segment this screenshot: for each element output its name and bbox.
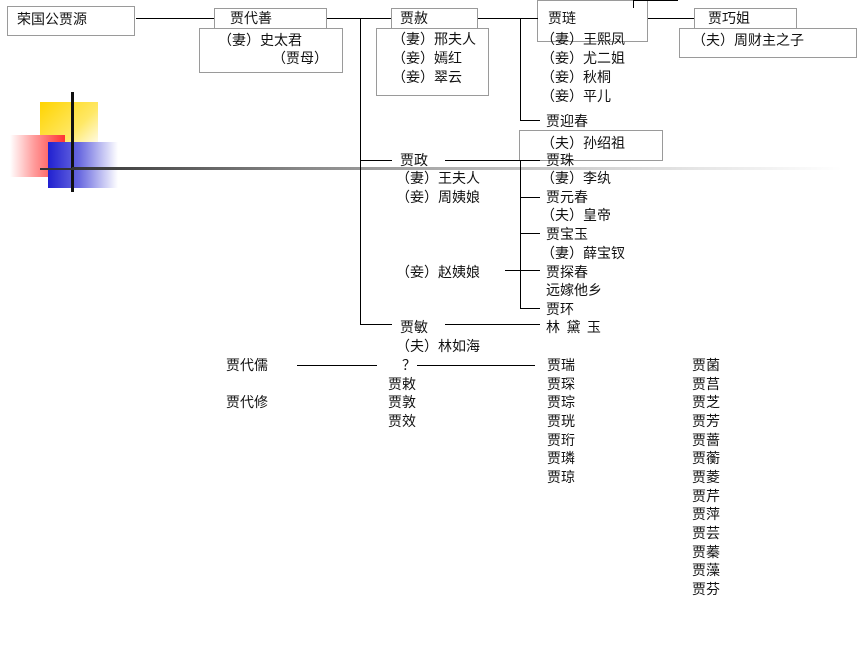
gen1-spouse-line: （妻）史太君 xyxy=(218,33,302,49)
decorative-squares xyxy=(0,90,140,200)
line-zheng-zhu xyxy=(445,160,540,161)
she-spouse-box xyxy=(376,28,489,96)
huan-name: 贾环 xyxy=(546,302,574,318)
decorative-vertical-bar xyxy=(71,92,74,192)
line-lian-top xyxy=(633,0,634,8)
col4-name: 贾菌 xyxy=(692,358,720,374)
mid-name: 贾效 xyxy=(388,414,416,430)
min-spouse: （夫）林如海 xyxy=(396,339,480,355)
col3-name: 贾珩 xyxy=(547,433,575,449)
col4-name: 贾芬 xyxy=(692,582,720,598)
col3-name: 贾琮 xyxy=(547,395,575,411)
gen1-spouse-line: （贾母） xyxy=(272,51,328,67)
line-gen1-she xyxy=(327,18,391,19)
root-box xyxy=(7,6,135,36)
col4-name: 贾芝 xyxy=(692,395,720,411)
line-she-lian xyxy=(478,18,538,19)
mid-name: 贾敕 xyxy=(388,377,416,393)
col4-name: 贾蓁 xyxy=(692,545,720,561)
line-dairu-unknown xyxy=(297,365,377,366)
baoyu-name: 贾宝玉 xyxy=(546,227,588,243)
line-lian-qiaojie xyxy=(648,18,694,19)
yuanchun-name: 贾元春 xyxy=(546,190,588,206)
line-root-gen1 xyxy=(136,18,214,19)
line-zhao-tanchun xyxy=(505,270,540,271)
lian-name: 贾琏 xyxy=(548,11,576,27)
lian-spouse: （妾）平儿 xyxy=(541,89,611,105)
line-gen1-trunk xyxy=(360,18,361,325)
lian-spouse: （妾）尤二姐 xyxy=(541,51,625,67)
lian-spouse: （妻）王熙凤 xyxy=(541,32,625,48)
tanchun-note: 远嫁他乡 xyxy=(546,283,602,299)
col4-name: 贾芹 xyxy=(692,489,720,505)
daiyu-name: 林 黛 玉 xyxy=(546,320,602,336)
line-trunk-zheng xyxy=(360,160,392,161)
dairu-name: 贾代儒 xyxy=(226,358,268,374)
zheng-concubine-zhao: （妾）赵姨娘 xyxy=(396,265,480,281)
lian-spouse: （妾）秋桐 xyxy=(541,70,611,86)
col4-name: 贾菱 xyxy=(692,470,720,486)
col3-name: 贾琼 xyxy=(547,470,575,486)
col4-name: 贾蘅 xyxy=(692,451,720,467)
col4-name: 贾芸 xyxy=(692,526,720,542)
col4-name: 贾蔷 xyxy=(692,433,720,449)
line-min-daiyu xyxy=(445,324,540,325)
col4-name: 贾芳 xyxy=(692,414,720,430)
line-she-yingchun xyxy=(520,120,540,121)
zhu-spouse: （妻）李纨 xyxy=(541,171,611,187)
line-zheng-yuanchun xyxy=(520,197,540,198)
col4-name: 贾萍 xyxy=(692,507,720,523)
she-spouse: （妻）邢夫人 xyxy=(392,32,476,48)
daixiu-name: 贾代修 xyxy=(226,395,268,411)
qiaojie-spouse: （夫）周财主之子 xyxy=(692,33,804,49)
min-name: 贾敏 xyxy=(400,320,428,336)
qiaojie-name: 贾巧姐 xyxy=(708,11,750,27)
unknown-name: ？ xyxy=(402,358,416,374)
qiaojie-spouse-box xyxy=(679,28,857,58)
mid-name: 贾敦 xyxy=(388,395,416,411)
line-lian-top-h xyxy=(633,0,678,1)
blue-square xyxy=(48,142,118,188)
baoyu-spouse: （妻）薛宝钗 xyxy=(541,246,625,262)
line-zheng-baoyu xyxy=(520,233,540,234)
col3-name: 贾琛 xyxy=(547,377,575,393)
zhu-name: 贾珠 xyxy=(546,153,574,169)
yuanchun-spouse: （夫）皇帝 xyxy=(541,208,611,224)
she-spouse: （妾）翠云 xyxy=(392,70,462,86)
yingchun-name: 贾迎春 xyxy=(546,114,588,130)
she-spouse: （妾）嫣红 xyxy=(392,51,462,67)
col4-name: 贾藻 xyxy=(692,563,720,579)
col3-name: 贾瑞 xyxy=(547,358,575,374)
horizontal-rule xyxy=(72,167,842,170)
tanchun-name: 贾探春 xyxy=(546,265,588,281)
yingchun-spouse: （夫）孙绍祖 xyxy=(541,136,625,152)
gen1-spouse-box xyxy=(199,28,343,73)
col4-name: 贾莒 xyxy=(692,377,720,393)
lian-box xyxy=(537,0,648,42)
line-trunk-min xyxy=(360,324,392,325)
zheng-spouse: （妾）周姨娘 xyxy=(396,190,480,206)
zheng-name: 贾政 xyxy=(400,153,428,169)
zheng-spouse: （妻）王夫人 xyxy=(396,171,480,187)
line-zheng-trunk xyxy=(520,160,521,308)
line-she-trunk xyxy=(520,18,521,120)
root-name: 荣国公贾源 xyxy=(17,12,87,28)
col3-name: 贾珖 xyxy=(547,414,575,430)
col3-name: 贾璘 xyxy=(547,451,575,467)
she-name: 贾赦 xyxy=(400,11,428,27)
line-zheng-huan xyxy=(520,308,540,309)
yingchun-spouse-box xyxy=(519,130,663,161)
line-unknown-rui xyxy=(417,365,535,366)
gen1-name: 贾代善 xyxy=(230,11,272,27)
